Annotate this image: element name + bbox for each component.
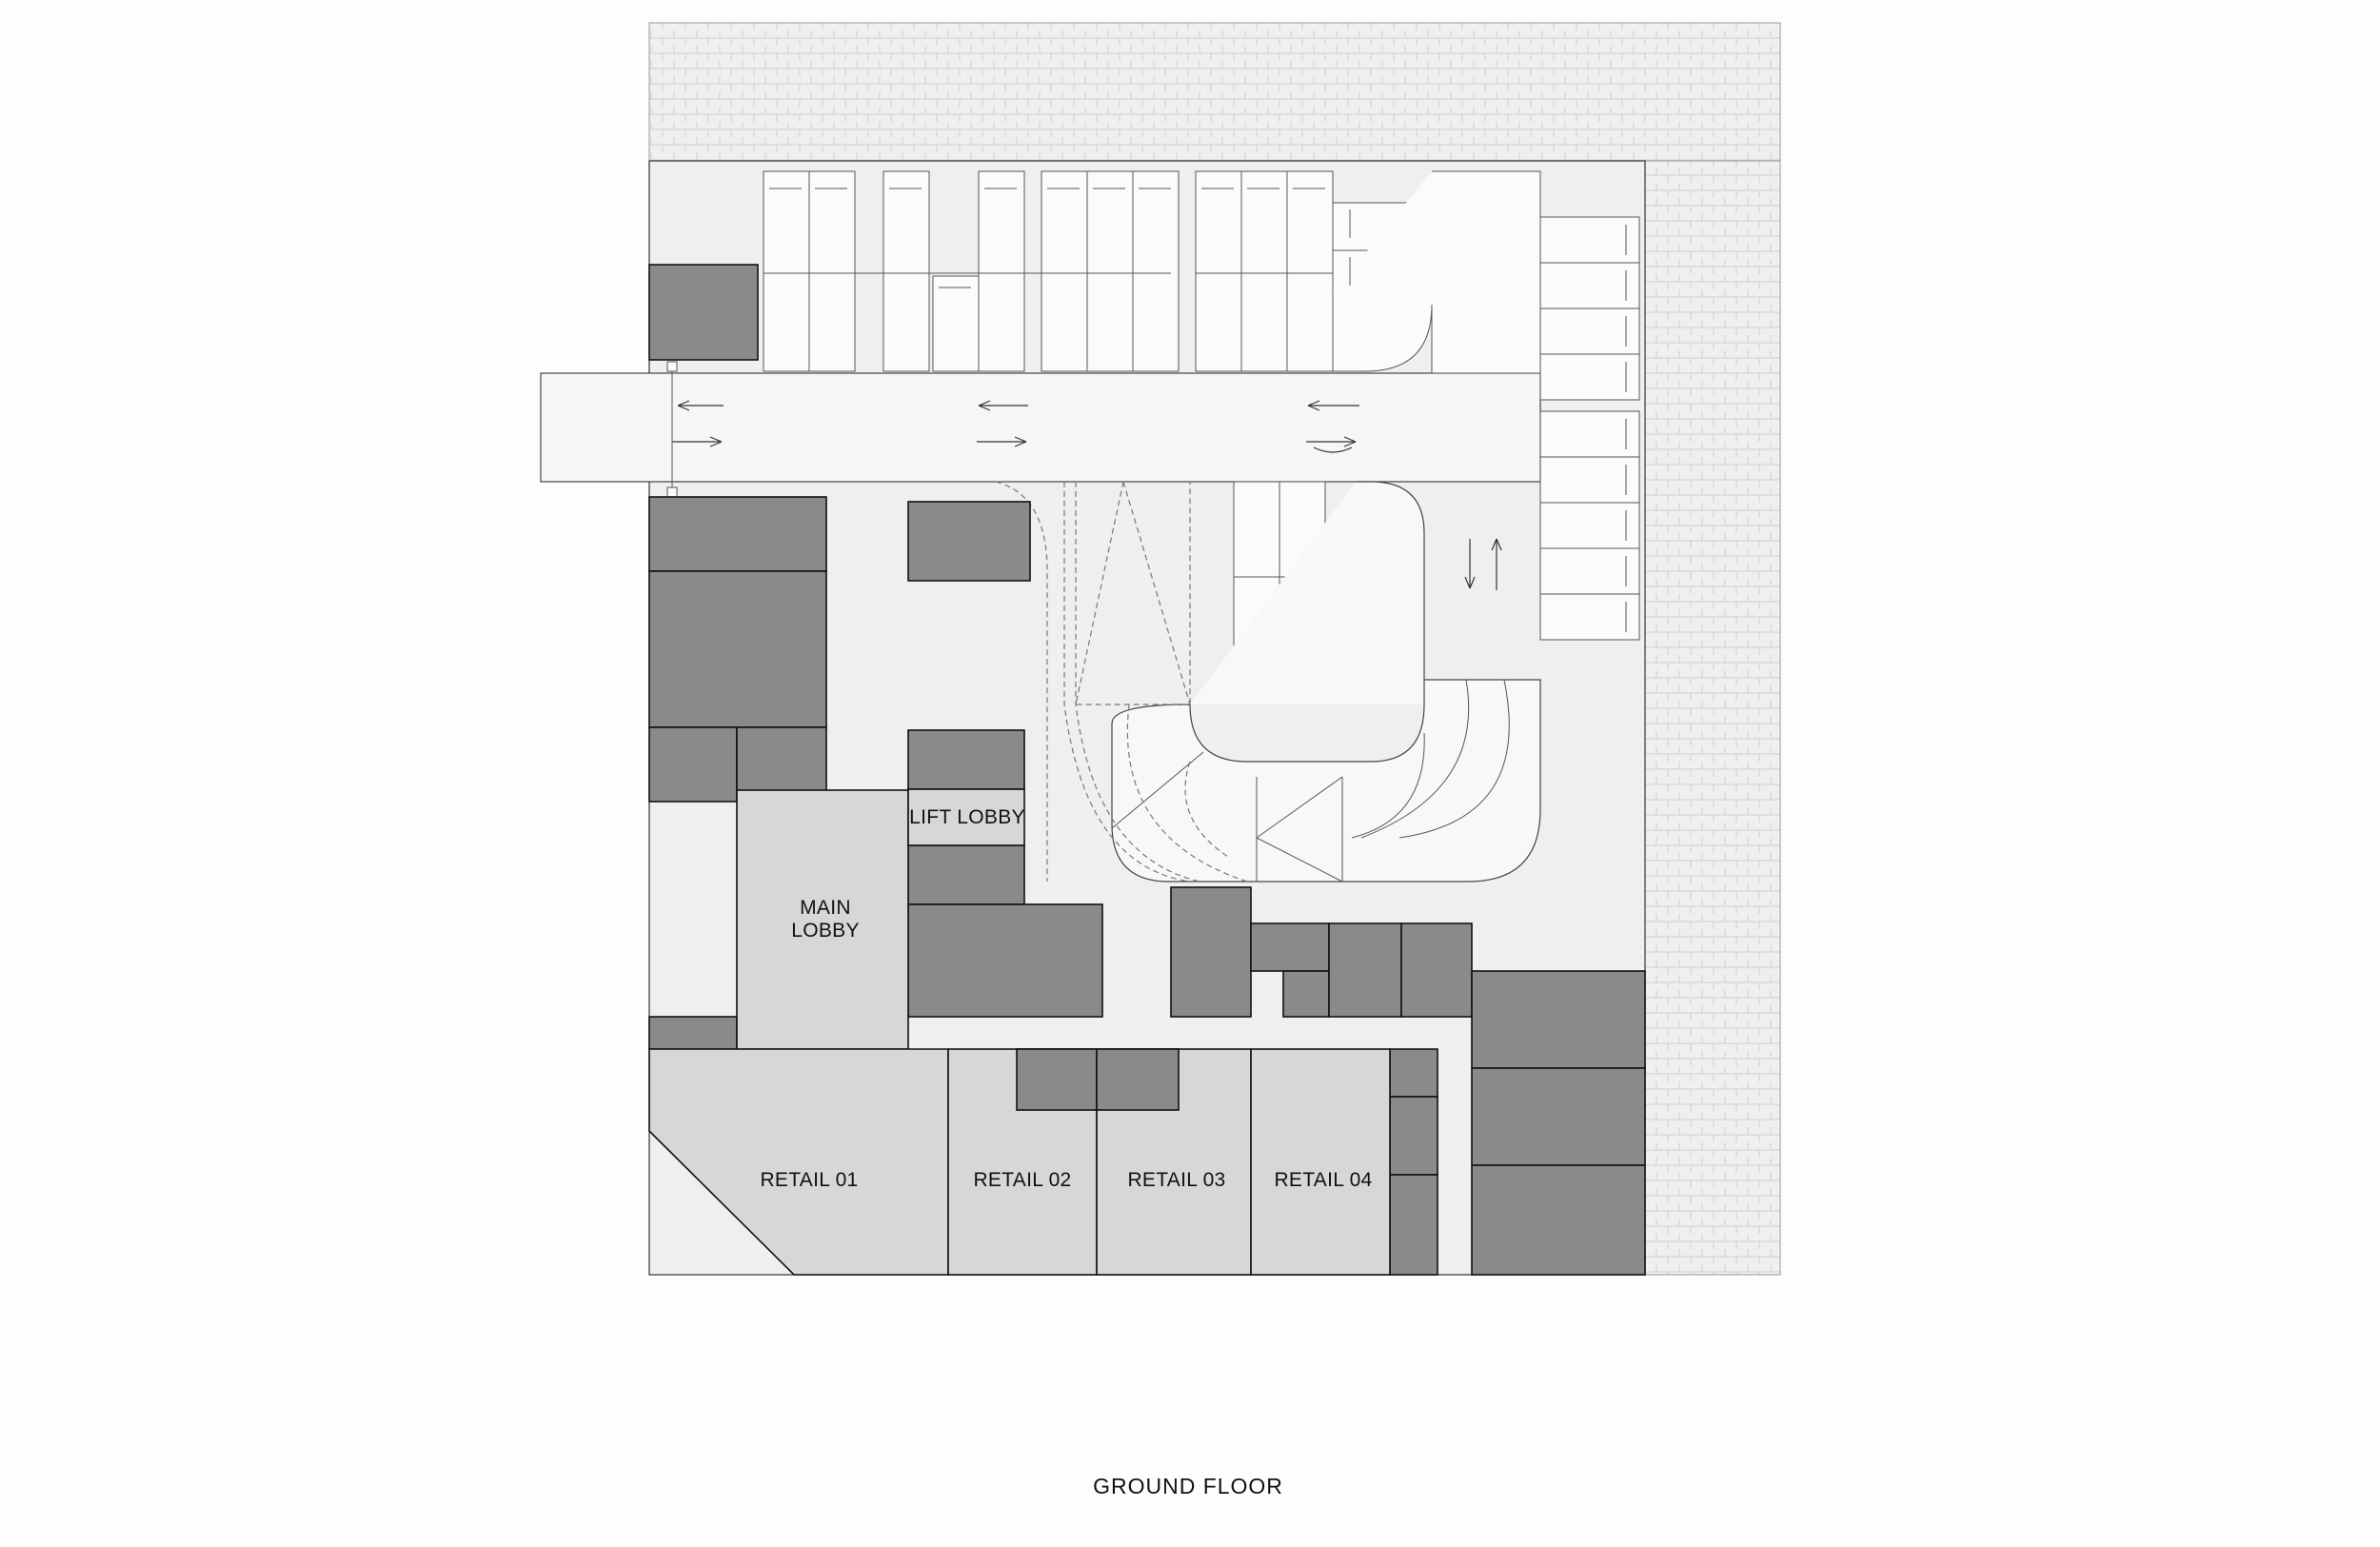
- traffic-arrows: [666, 361, 1502, 590]
- main-lobby: [736, 789, 909, 1050]
- traffic-arrow-down-icon: [1464, 539, 1476, 589]
- lift-lobby: [907, 788, 1025, 846]
- retail-01-label: RETAIL 01: [760, 1169, 858, 1191]
- vehicle-ramp: [995, 481, 1541, 883]
- traffic-arrow-right-icon: [1306, 436, 1357, 453]
- traffic-arrow-right-icon: [672, 436, 723, 447]
- main-lobby-label-line1: MAIN: [800, 897, 851, 919]
- retail-units: [648, 1048, 1391, 1276]
- retail-02-label: RETAIL 02: [973, 1169, 1071, 1191]
- lift-lobby-label: LIFT LOBBY: [909, 806, 1025, 828]
- traffic-arrow-right-icon: [977, 436, 1027, 447]
- parking-bays-top: [763, 170, 1541, 374]
- traffic-arrow-left-icon: [978, 400, 1028, 411]
- parking-bays-right: [1539, 216, 1640, 641]
- drawing-title: GROUND FLOOR: [1093, 1474, 1283, 1498]
- retail-04-label: RETAIL 04: [1274, 1169, 1372, 1191]
- traffic-arrow-up-icon: [1491, 538, 1502, 590]
- main-lobby-label-line2: LOBBY: [791, 920, 860, 942]
- traffic-arrow-left-icon: [1307, 400, 1359, 411]
- retail-03-label: RETAIL 03: [1127, 1169, 1225, 1191]
- traffic-arrow-left-icon: [677, 400, 724, 411]
